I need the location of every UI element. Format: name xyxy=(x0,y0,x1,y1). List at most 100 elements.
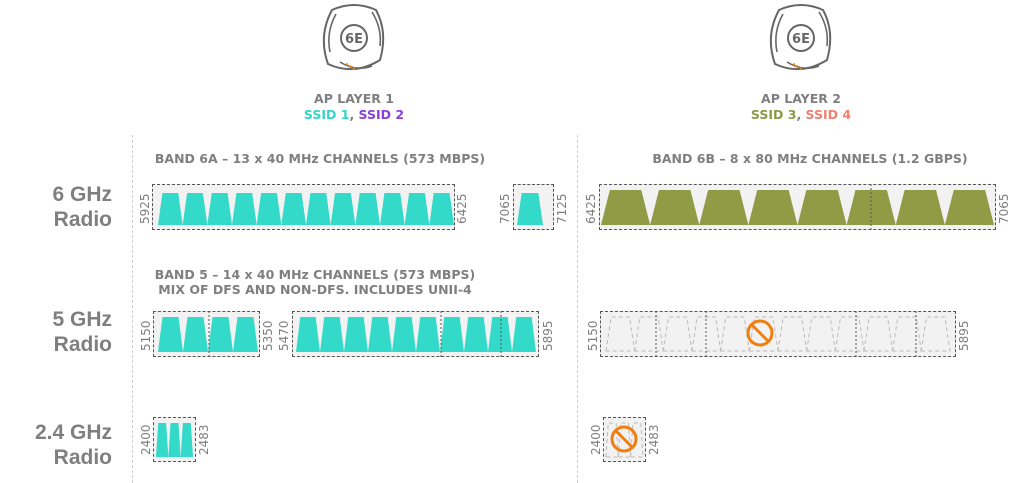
channel xyxy=(846,190,896,225)
channel xyxy=(601,190,651,225)
access-point-icon: 6E xyxy=(769,4,832,72)
ap-layer-2-title: AP LAYER 2 xyxy=(761,91,841,106)
freq-label: 7125 xyxy=(555,193,569,224)
channel xyxy=(464,317,488,352)
channel xyxy=(368,317,392,352)
channel xyxy=(720,316,750,352)
ssid-2-label: SSID 2 xyxy=(358,107,405,122)
channel xyxy=(440,317,464,352)
channel xyxy=(156,423,169,457)
channel xyxy=(296,317,320,352)
ap-layer-2-ssids: SSID 3, SSID 4 xyxy=(701,107,901,123)
channel xyxy=(355,193,380,225)
channel xyxy=(392,317,416,352)
freq-label: 7065 xyxy=(997,193,1011,224)
channel xyxy=(208,317,233,352)
band-5-title-line1: BAND 5 – 14 x 40 MHz CHANNELS (573 MBPS) xyxy=(154,267,476,282)
channel xyxy=(306,193,331,225)
channel xyxy=(182,193,208,225)
freq-label: 6425 xyxy=(455,193,469,224)
channel xyxy=(320,317,344,352)
band-6b-title: BAND 6B – 8 x 80 MHz CHANNELS (1.2 GBPS) xyxy=(652,151,968,166)
freq-label: 2483 xyxy=(197,424,211,455)
channel xyxy=(630,422,644,458)
channel xyxy=(699,190,749,225)
channel xyxy=(748,190,798,225)
band-5-title-line2: MIX OF DFS AND NON-DFS. INCLUDES UNII-4 xyxy=(158,282,472,297)
band-6a-upper-channels xyxy=(517,193,543,225)
ssid-3-label: SSID 3 xyxy=(750,107,797,122)
channel xyxy=(662,316,693,352)
band-24-channels xyxy=(156,423,193,457)
freq-label: 5150 xyxy=(586,320,600,351)
band-6a-title: BAND 6A – 13 x 40 MHz CHANNELS (573 MBPS… xyxy=(154,151,486,166)
access-point-icon: 6E xyxy=(322,4,385,72)
freq-label: 2400 xyxy=(589,424,603,455)
freq-label: 6425 xyxy=(584,193,598,224)
prohibited-icon xyxy=(610,425,638,453)
channel xyxy=(330,193,356,225)
channel xyxy=(691,316,722,352)
band-5-high-channels xyxy=(296,311,536,357)
freq-label: 5150 xyxy=(139,320,153,351)
freq-label: 5925 xyxy=(138,193,152,224)
channel xyxy=(158,317,183,352)
channel xyxy=(416,317,440,352)
prohibited-icon xyxy=(746,319,774,347)
channel xyxy=(806,316,836,352)
channel xyxy=(233,317,258,352)
channel xyxy=(512,317,536,352)
channel xyxy=(834,316,865,352)
ap-icon-label: 6E xyxy=(792,32,810,47)
channel xyxy=(207,193,232,225)
channel xyxy=(863,316,894,352)
ssid-separator: , xyxy=(796,107,806,122)
channel xyxy=(895,190,945,225)
channel xyxy=(797,190,847,225)
freq-label: 7065 xyxy=(498,193,512,224)
freq-label: 5895 xyxy=(541,320,555,351)
channel xyxy=(517,193,543,225)
channel xyxy=(605,316,636,352)
channel xyxy=(256,193,282,225)
ssid-1-label: SSID 1 xyxy=(303,107,350,122)
ap-layer-1-ssids: SSID 1, SSID 2 xyxy=(254,107,454,123)
channel xyxy=(232,193,257,225)
freq-label: 5350 xyxy=(261,320,275,351)
channel xyxy=(180,423,193,457)
ssid-separator: , xyxy=(349,107,359,122)
freq-label: 2400 xyxy=(139,424,153,455)
band-6b-channels xyxy=(601,184,994,230)
channel xyxy=(748,316,779,352)
channel xyxy=(892,316,922,352)
band-5-disabled-channels xyxy=(605,311,951,357)
channel xyxy=(920,316,951,352)
channel xyxy=(168,423,181,457)
freq-label: 2483 xyxy=(647,424,661,455)
channel xyxy=(183,317,208,352)
channel xyxy=(380,193,405,225)
ap-layer-1-title: AP LAYER 1 xyxy=(314,91,394,106)
channel xyxy=(650,190,700,225)
channel xyxy=(777,316,808,352)
ap-icon-label: 6E xyxy=(345,32,363,47)
channel xyxy=(158,193,183,225)
channel xyxy=(404,193,430,225)
channel xyxy=(344,317,368,352)
column-divider xyxy=(132,135,133,483)
ssid-4-label: SSID 4 xyxy=(805,107,852,122)
band-5-low-channels xyxy=(158,311,258,357)
band-6a-channels xyxy=(158,193,454,225)
channel xyxy=(634,316,664,352)
freq-label: 5470 xyxy=(277,320,291,351)
channel xyxy=(944,190,994,225)
channel xyxy=(429,193,454,225)
channel xyxy=(488,317,512,352)
channel xyxy=(605,422,619,458)
channel xyxy=(281,193,306,225)
freq-label: 5895 xyxy=(957,320,971,351)
column-divider xyxy=(577,135,578,483)
